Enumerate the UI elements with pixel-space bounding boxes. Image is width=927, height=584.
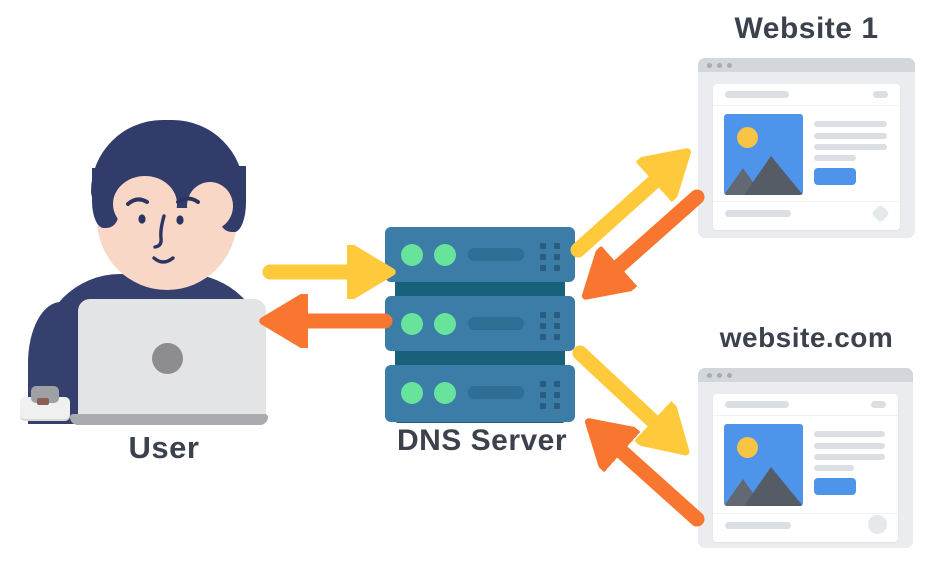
webpage-content	[713, 394, 898, 542]
server-port	[540, 381, 546, 387]
server-port	[554, 243, 560, 249]
sun-icon	[737, 127, 758, 148]
server-led-icon	[434, 313, 456, 335]
button-placeholder	[814, 168, 856, 185]
text-line-placeholder	[814, 431, 885, 437]
server-port	[554, 392, 560, 398]
dns-server-illustration	[385, 227, 575, 425]
laptop-base	[70, 414, 268, 425]
footer-text-placeholder	[725, 522, 791, 529]
mountains-icon	[724, 467, 803, 506]
mouse-detail	[37, 398, 49, 405]
user-fringe-curve-left	[113, 176, 177, 232]
server-port	[540, 243, 546, 249]
user-label: User	[128, 430, 200, 465]
server-unit	[385, 365, 575, 422]
server-port	[540, 334, 546, 340]
server-port	[554, 323, 560, 329]
server-vent-slot	[468, 248, 524, 261]
server-port	[540, 265, 546, 271]
server-unit	[385, 227, 575, 282]
server-port	[554, 254, 560, 260]
text-line-placeholder	[814, 144, 887, 150]
website1-window	[698, 58, 915, 238]
arrow-website1-to-dns	[617, 189, 705, 268]
server-led-icon	[401, 382, 423, 404]
server-led-icon	[434, 244, 456, 266]
footer-circle-icon	[868, 515, 887, 534]
user-fringe-curve-right	[187, 182, 233, 230]
text-line-placeholder	[814, 465, 854, 471]
laptop-logo	[152, 343, 183, 374]
server-port	[554, 403, 560, 409]
dns-server-label: DNS Server	[396, 424, 568, 457]
header-menu-placeholder	[871, 401, 886, 408]
divider	[713, 513, 898, 514]
browser-dot-icon	[727, 373, 732, 378]
server-port	[540, 392, 546, 398]
browser-dot-icon	[717, 373, 722, 378]
browser-titlebar	[698, 58, 915, 72]
browser-dot-icon	[707, 373, 712, 378]
image-placeholder	[724, 114, 803, 195]
website2-window	[698, 368, 913, 548]
server-led-icon	[401, 244, 423, 266]
browser-dot-icon	[717, 63, 722, 68]
header-text-placeholder	[725, 91, 789, 98]
image-placeholder	[724, 424, 803, 506]
browser-dot-icon	[727, 63, 732, 68]
website1-label: Website 1	[734, 12, 879, 45]
browser-dot-icon	[707, 63, 712, 68]
server-port	[554, 381, 560, 387]
arrow-dns-to-website1	[570, 180, 656, 258]
sun-icon	[737, 437, 758, 458]
website2-label: website.com	[719, 322, 894, 353]
server-port	[554, 265, 560, 271]
server-unit	[385, 296, 575, 351]
button-placeholder	[814, 478, 856, 495]
footer-text-placeholder	[725, 210, 791, 217]
user-face-features	[126, 196, 200, 264]
divider	[713, 415, 898, 416]
server-port	[540, 403, 546, 409]
server-port	[554, 334, 560, 340]
server-port	[554, 312, 560, 318]
text-line-placeholder	[814, 121, 887, 127]
divider	[713, 201, 900, 202]
server-led-icon	[401, 313, 423, 335]
server-vent-slot	[468, 317, 524, 330]
arrow-dns-to-website2	[572, 345, 655, 423]
divider	[713, 105, 900, 106]
mouse-pad	[20, 397, 70, 419]
text-line-placeholder	[814, 133, 887, 139]
webpage-content	[713, 84, 900, 230]
header-text-placeholder	[725, 401, 789, 408]
server-led-icon	[434, 382, 456, 404]
mountains-icon	[724, 156, 803, 195]
header-menu-placeholder	[873, 91, 888, 98]
browser-titlebar	[698, 368, 913, 382]
text-line-placeholder	[814, 454, 885, 460]
server-port	[540, 312, 546, 318]
text-line-placeholder	[814, 155, 856, 161]
server-port	[540, 323, 546, 329]
server-vent-slot	[468, 386, 524, 399]
arrow-website2-to-dns	[620, 450, 705, 527]
server-port	[540, 254, 546, 260]
text-line-placeholder	[814, 443, 885, 449]
